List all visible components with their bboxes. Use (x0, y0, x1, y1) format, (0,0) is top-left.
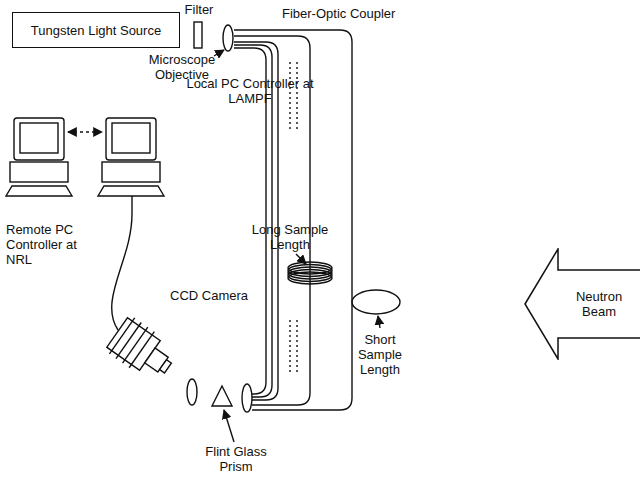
objective-lens (223, 25, 233, 51)
leader-line (214, 50, 224, 56)
part-label: Long Sample Length (244, 222, 336, 252)
part-label: CCD Camera (170, 288, 262, 303)
node-text: Neutron Beam (564, 289, 634, 319)
leader-line (224, 410, 234, 442)
beam-arrow: Neutron Beam (524, 248, 640, 360)
camera-cable (112, 214, 132, 330)
leader-line (378, 316, 380, 328)
fiber-loop (352, 290, 400, 314)
part-label: Fiber-Optic Coupler (282, 6, 432, 21)
light-source-box: Tungsten Light Source (12, 12, 180, 48)
local-computer (98, 118, 164, 214)
collimating-lens (242, 384, 252, 412)
part-label: Filter (178, 2, 220, 17)
leader-line (296, 254, 306, 264)
focusing-lens (187, 379, 197, 405)
filter-plate (194, 22, 202, 48)
fiber-coil (288, 262, 332, 284)
network-link (68, 131, 102, 132)
part-label: Remote PC Controller at NRL (6, 222, 96, 267)
flint-glass-prism (212, 386, 232, 406)
part-label: Local PC Controller at LAMPF (178, 76, 322, 106)
part-label: Short Sample Length (352, 332, 408, 377)
remote-computer (6, 118, 72, 196)
coil-turn (288, 272, 332, 284)
node-text: Tungsten Light Source (31, 23, 161, 38)
part-label: Flint Glass Prism (194, 444, 278, 474)
